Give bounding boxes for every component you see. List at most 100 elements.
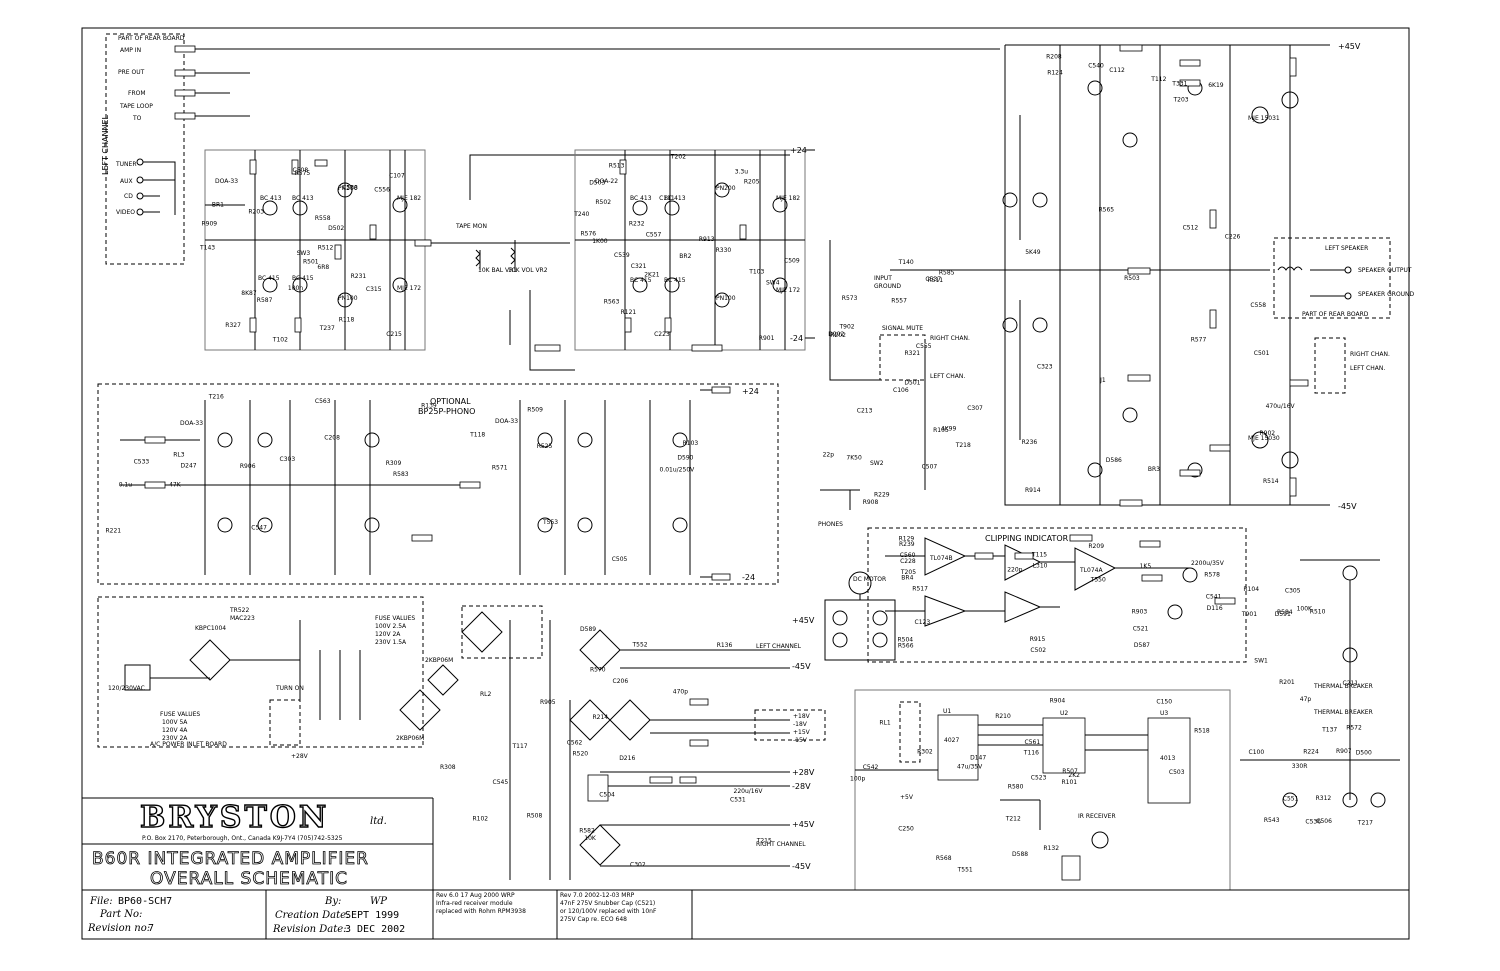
component-value: 47K — [169, 481, 182, 488]
revision-no-label: Revision no: — [87, 923, 150, 934]
component-ref: D502 — [328, 225, 344, 232]
input-pre-out: PRE OUT — [118, 69, 145, 76]
u2-label: U2 — [1060, 710, 1068, 717]
component-ref: R302 — [917, 749, 933, 756]
component-ref: C213 — [857, 408, 873, 415]
mac223-label: MAC223 — [230, 615, 255, 622]
bc413-a: BC 413 — [260, 195, 282, 202]
component-ref: C545 — [493, 779, 509, 786]
component-ref: C512 — [1183, 224, 1199, 231]
file-value: BP60-SCH7 — [118, 896, 172, 907]
component-ref: R903 — [1132, 609, 1148, 616]
power-amplifier: +45V -45V MJE 15031 MJE 15030 INPUT GROU… — [874, 42, 1361, 511]
component-ref: C226 — [1225, 234, 1241, 241]
component-ref: D589 — [580, 626, 596, 633]
component-ref: C504 — [599, 791, 615, 798]
component-ref: R124 — [1047, 69, 1063, 76]
component-ref: R914 — [1025, 487, 1041, 494]
component-ref: R136 — [717, 642, 733, 649]
component-ref: T215 — [756, 837, 772, 844]
component-value: 100n — [288, 285, 303, 292]
rail-neg18: -18V — [793, 721, 808, 728]
fuse-title-1: FUSE VALUES — [375, 615, 415, 622]
component-ref: R510 — [1310, 608, 1326, 615]
fuse-title-2: FUSE VALUES — [160, 711, 200, 718]
component-ref: RL1 — [879, 719, 891, 726]
component-ref: C208 — [324, 434, 340, 441]
title-block: BRYSTON ltd. P.O. Box 2170, Peterborough… — [82, 797, 1409, 939]
component-ref: D503 — [589, 180, 605, 187]
component-ref: C538 — [342, 185, 358, 192]
pn100-b: PN100 — [716, 295, 736, 302]
component-ref: SW4 — [766, 279, 780, 286]
component-ref: D216 — [619, 755, 635, 762]
component-value: 2200u/35V — [1191, 560, 1225, 567]
component-ref: D500 — [1356, 750, 1372, 757]
input-cd: CD — [124, 193, 133, 200]
title-line-2: OVERALL SCHEMATIC — [150, 869, 348, 889]
component-ref: C303 — [280, 456, 296, 463]
rear-board-label-2: PART OF REAR BOARD — [1302, 311, 1369, 318]
thermal-breaker-1: THERMAL BREAKER — [1313, 683, 1373, 690]
component-ref: R214 — [593, 714, 609, 721]
input-from: FROM — [128, 90, 146, 97]
component-value: 47p — [1300, 696, 1312, 703]
component-ref: C505 — [612, 556, 628, 563]
power-supply: 2KBP06M 2KBP06M LEFT CHANNEL RIGHT CHANN… — [396, 605, 826, 880]
component-ref: T237 — [319, 325, 335, 332]
component-ref: R103 — [683, 440, 699, 447]
component-ref: C539 — [614, 252, 630, 259]
component-ref: R205 — [744, 179, 760, 186]
component-ref: R308 — [440, 764, 456, 771]
revision-date-label: Revision Date: — [272, 924, 347, 935]
fuse-line-2c: 230V 2A — [162, 735, 188, 742]
component-value: 8K87 — [241, 290, 257, 297]
component-ref: R102 — [473, 816, 489, 823]
component-ref: R232 — [629, 221, 645, 228]
component-ref: R543 — [1264, 817, 1280, 824]
component-value: 4K99 — [941, 426, 957, 433]
component-ref: C521 — [1133, 625, 1149, 632]
component-ref: R907 — [1336, 748, 1352, 755]
component-ref: C509 — [784, 257, 800, 264]
component-ref: R583 — [393, 471, 409, 478]
right-chan-label-a: RIGHT CHAN. — [930, 335, 970, 342]
pn100-a: PN100 — [338, 295, 358, 302]
component-ref: T205 — [900, 569, 916, 576]
input-tuner: TUNER — [115, 161, 137, 168]
component-ref: R101 — [1062, 779, 1078, 786]
creation-value: SEPT 1999 — [345, 910, 399, 921]
component-ref: R208 — [1046, 53, 1062, 60]
component-ref: R309 — [386, 460, 402, 467]
component-ref: C547 — [251, 525, 267, 532]
component-ref: R236 — [1022, 439, 1038, 446]
revision-no-value: 7 — [148, 923, 154, 934]
rail-pos45: +45V — [1338, 42, 1361, 51]
part-label: Part No: — [99, 909, 142, 920]
component-ref: T140 — [898, 259, 914, 266]
doa33-label-b: DOA-33 — [180, 420, 203, 427]
preamp-top-left: DOA-33 BC 413 BC 413 BC 415 BC 415 PN200… — [204, 149, 470, 351]
component-ref: R915 — [1030, 636, 1046, 643]
component-ref: D147 — [970, 754, 986, 761]
component-ref: C302 — [630, 862, 646, 869]
component-ref: C537 — [925, 276, 941, 283]
pn200-b: PN200 — [716, 185, 736, 192]
component-value: 7K50 — [846, 454, 862, 461]
component-ref: T103 — [748, 269, 764, 276]
component-ref: D588 — [1012, 851, 1028, 858]
fuse-line-2a: 100V 5A — [162, 719, 188, 726]
component-ref: C106 — [893, 387, 909, 394]
component-ref: C112 — [1109, 67, 1125, 74]
tl074b-label: TL074B — [929, 555, 953, 562]
by-value: WP — [370, 896, 387, 907]
component-ref: R909 — [202, 221, 218, 228]
component-ref: R587 — [257, 297, 273, 304]
component-ref: T553 — [542, 519, 558, 526]
component-ref: C523 — [1031, 774, 1047, 781]
tape-mon-label: TAPE MON — [455, 223, 487, 230]
rail-neg24-a: -24 — [790, 334, 803, 343]
volume-balance: TAPE MON 10K BAL VR1 10K VOL VR2 — [455, 154, 790, 371]
component-ref: R229 — [874, 492, 890, 499]
component-ref: R901 — [759, 335, 775, 342]
